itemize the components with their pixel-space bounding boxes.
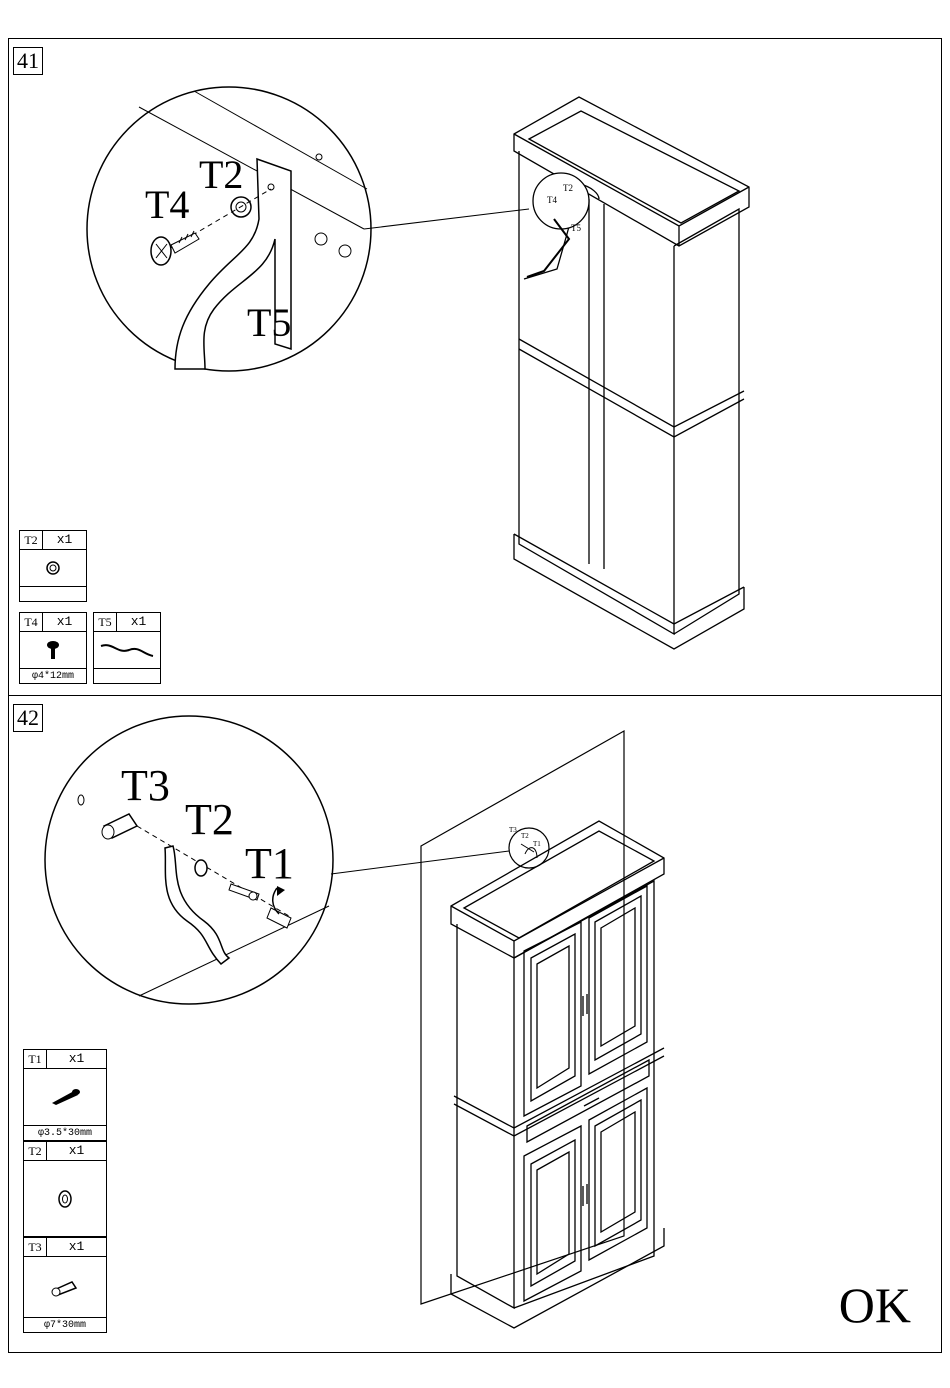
part-spec [94, 668, 160, 684]
step-41-panel: 41 [8, 38, 942, 696]
part-code: T2 [24, 1142, 47, 1160]
part-qty: x1 [47, 1142, 106, 1160]
anchor-icon [24, 1257, 106, 1317]
mini-callout-t4: T4 [547, 195, 557, 205]
callout-t2: T2 [199, 151, 243, 198]
part-code: T4 [20, 613, 43, 631]
cabinet-drawing [451, 821, 664, 1328]
step-42-panel: 42 [8, 695, 942, 1353]
part-spec: φ7*30mm [24, 1317, 106, 1333]
screw-icon [24, 1069, 106, 1125]
step-41-illustration [9, 39, 943, 697]
callout-leader [331, 851, 509, 874]
mini-callout-t3: T3 [509, 826, 517, 834]
part-qty: x1 [43, 613, 86, 631]
part-spec: φ3.5*30mm [24, 1125, 106, 1141]
mini-callout-t5: T5 [571, 223, 581, 233]
part-qty: x1 [43, 531, 86, 549]
bracket-icon [94, 632, 160, 668]
callout-t5: T5 [247, 299, 291, 346]
part-code: T5 [94, 613, 117, 631]
part-spec [20, 586, 86, 602]
callout-leader [364, 209, 529, 229]
part-qty: x1 [47, 1238, 106, 1256]
detail-zoom-circle [87, 87, 371, 371]
part-qty: x1 [117, 613, 160, 631]
ok-label: OK [839, 1276, 911, 1334]
part-qty: x1 [47, 1050, 106, 1068]
part-spec: φ4*12mm [20, 668, 86, 684]
callout-t4: T4 [145, 181, 189, 228]
mini-callout-t1: T1 [533, 840, 541, 848]
washer-icon [20, 550, 86, 586]
part-code: T1 [24, 1050, 47, 1068]
mini-callout-t2: T2 [521, 832, 529, 840]
part-code: T2 [20, 531, 43, 549]
washer-icon [24, 1161, 106, 1237]
screw-icon [20, 632, 86, 668]
callout-t1: T1 [245, 838, 294, 889]
callout-t2: T2 [185, 794, 234, 845]
mini-callout-t2: T2 [563, 183, 573, 193]
callout-t3: T3 [121, 760, 170, 811]
part-code: T3 [24, 1238, 47, 1256]
washer-t2 [195, 860, 207, 876]
wall [421, 731, 624, 1304]
cabinet-drawing [514, 97, 749, 649]
